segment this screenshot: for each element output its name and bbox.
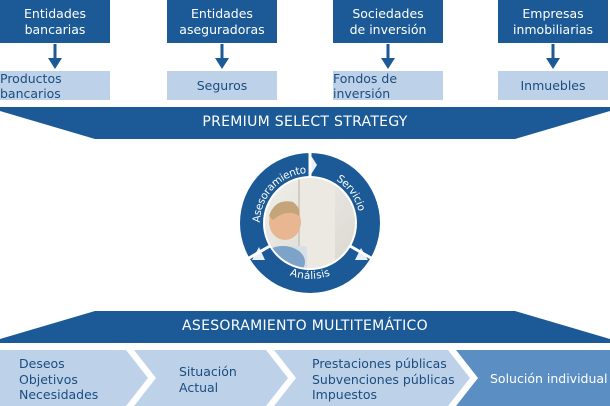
banner-multithematic-label: ASESORAMIENTO MULTITEMÁTICO: [182, 318, 428, 334]
step-label-solution: Solución individual: [490, 371, 608, 386]
product-label: Productos bancarios: [0, 70, 62, 101]
source-title: Sociedades de inversión: [349, 5, 427, 37]
banner-multithematic: [0, 311, 610, 343]
step-label-public-benefits: Prestaciones públicas Subvenciones públi…: [312, 356, 455, 402]
down-arrow-icon: [48, 44, 62, 69]
product-box-banking: Productos bancarios: [0, 70, 110, 101]
process-chevrons: [0, 350, 610, 406]
banner-premium-select: [0, 107, 610, 139]
down-arrow-icon: [546, 44, 560, 69]
source-box-real-estate: Empresas inmobiliarias: [498, 0, 608, 43]
step-label-wishes: Deseos Objetivos Necesidades: [19, 356, 99, 402]
banner-premium-select-label: PREMIUM SELECT STRATEGY: [202, 114, 408, 130]
source-box-investment: Sociedades de inversión: [333, 0, 443, 43]
down-arrow-icon: [215, 44, 229, 69]
source-title: Empresas inmobiliarias: [512, 5, 594, 37]
chevron-step-2: [134, 350, 288, 406]
product-box-property: Inmuebles: [498, 71, 608, 100]
source-title: Entidades bancarias: [24, 5, 86, 37]
source-box-insurers: Entidades aseguradoras: [167, 0, 277, 43]
chevron-step-3: [274, 350, 470, 406]
product-label: Fondos de inversión: [333, 70, 398, 101]
product-label: Inmuebles: [520, 78, 586, 93]
source-box-banks: Entidades bancarias: [0, 0, 110, 43]
product-label: Seguros: [196, 78, 248, 93]
product-box-funds: Fondos de inversión: [333, 70, 443, 101]
source-title: Entidades aseguradoras: [179, 5, 265, 37]
advisory-cycle-diagram: Asesoramiento Servicio Análisis: [240, 153, 380, 293]
step-label-situation: Situación Actual: [179, 364, 237, 395]
child-photo: [264, 177, 356, 269]
down-arrow-icon: [381, 44, 395, 69]
product-box-insurance: Seguros: [167, 71, 277, 100]
chevron-step-1: [0, 350, 148, 406]
chevron-step-4: [456, 350, 610, 406]
cycle-label-analysis: Análisis: [289, 267, 332, 282]
